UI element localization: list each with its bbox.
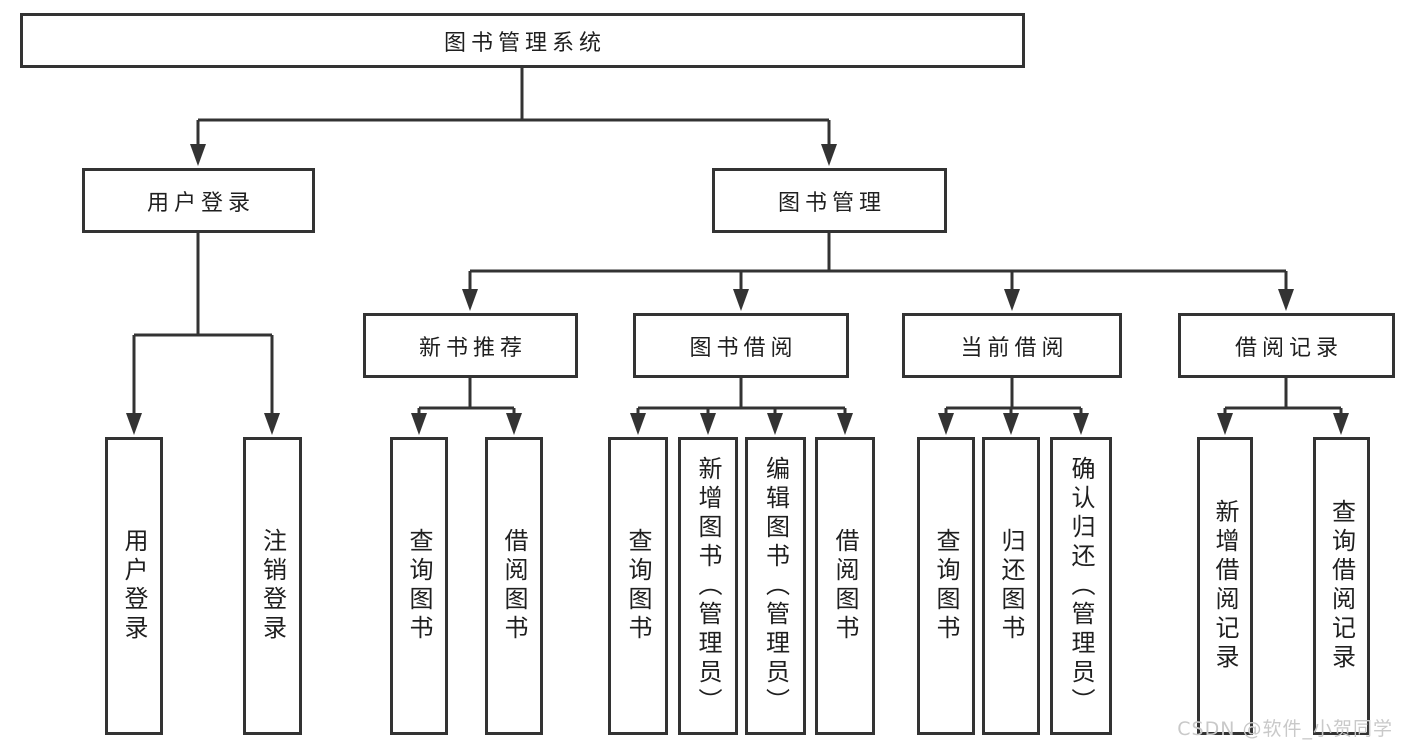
leaf-label: 借阅图书 [831,528,859,644]
leaf-label: 编辑图书（管理员） [761,455,790,717]
leaf-label: 确认归还（管理员） [1067,455,1095,717]
leaf-query-books-1: 查询图书 [390,437,448,735]
leaf-label: 借阅图书 [500,528,528,644]
leaf-add-book-admin: 新增图书（管理员） [678,437,738,735]
leaf-label: 查询借阅记录 [1327,499,1356,673]
leaf-query-books-3: 查询图书 [917,437,975,735]
arrowhead [1278,289,1294,311]
leaf-label: 归还图书 [997,528,1025,644]
leaf-query-books-2: 查询图书 [608,437,668,735]
leaf-label: 用户登录 [120,528,148,644]
watermark: CSDN @软件_小贺同学 [1177,718,1393,740]
arrowhead [767,413,783,435]
arrowhead [1073,413,1089,435]
node-book-management: 图书管理 [712,168,947,233]
arrowhead [1004,289,1020,311]
arrowhead [938,413,954,435]
connector-borrow-records-to-leaves [1223,378,1343,416]
arrowhead [1333,413,1349,435]
arrowhead [733,289,749,311]
leaf-confirm-return-admin: 确认归还（管理员） [1050,437,1112,735]
arrowhead [1217,413,1233,435]
connector-lines [132,68,1343,416]
leaf-logout: 注销登录 [243,437,302,735]
connector-book-borrow-to-leaves [636,378,847,416]
leaf-return-books: 归还图书 [982,437,1040,735]
arrowhead [1003,413,1019,435]
leaf-label: 查询图书 [405,528,433,644]
leaf-user-login: 用户登录 [105,437,163,735]
connector-new-book-to-leaves [417,378,516,416]
leaf-label: 新增图书（管理员） [694,455,722,717]
arrowhead [264,413,280,435]
arrowhead [837,413,853,435]
leaf-query-borrow-record: 查询借阅记录 [1313,437,1370,735]
leaf-add-borrow-record: 新增借阅记录 [1197,437,1253,735]
connector-book-management-to-level3 [468,233,1288,292]
arrowhead [506,413,522,435]
connector-root-to-level2 [196,68,831,147]
leaf-borrow-books-1: 借阅图书 [485,437,543,735]
node-user-login: 用户登录 [82,168,315,233]
arrowhead [700,413,716,435]
leaf-label: 查询图书 [932,528,960,644]
node-book-borrow: 图书借阅 [633,313,849,378]
leaf-borrow-books-2: 借阅图书 [815,437,875,735]
arrowhead [821,144,837,166]
leaf-label: 新增借阅记录 [1211,499,1239,673]
arrowhead [462,289,478,311]
arrowhead [126,413,142,435]
node-new-book-recommend: 新书推荐 [363,313,578,378]
arrowhead [630,413,646,435]
arrowhead [411,413,427,435]
arrowhead [190,144,206,166]
arrowheads [126,144,1349,435]
leaf-label: 注销登录 [258,528,287,644]
leaf-edit-book-admin: 编辑图书（管理员） [745,437,806,735]
connector-current-borrow-to-leaves [944,378,1083,416]
leaf-label: 查询图书 [624,528,652,644]
connector-user-login-to-leaves [132,233,274,416]
node-current-borrow: 当前借阅 [902,313,1122,378]
node-borrow-records: 借阅记录 [1178,313,1395,378]
node-root: 图书管理系统 [20,13,1025,68]
